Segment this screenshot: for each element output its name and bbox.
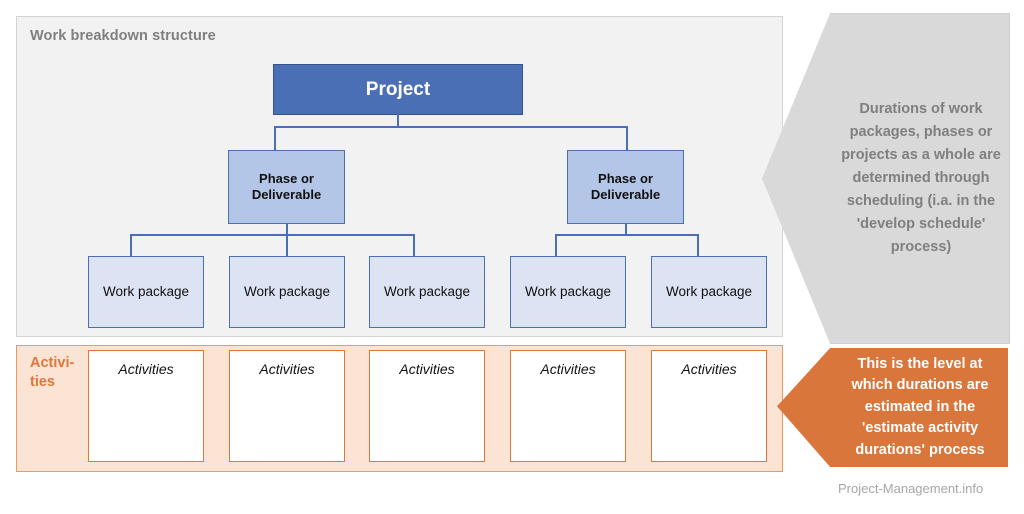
connector-wp5-drop <box>697 234 699 256</box>
node-activities-4-label: Activities <box>540 361 596 377</box>
node-work-package-5-label: Work package <box>665 283 753 299</box>
node-work-package-2-label: Work package <box>243 283 331 299</box>
node-phase-2[interactable]: Phase or Deliverable <box>567 150 684 224</box>
connector-wp1-drop <box>130 234 132 256</box>
connector-phase1-stem <box>286 224 288 235</box>
connector-phase1-drop <box>274 126 276 151</box>
node-work-package-3[interactable]: Work package <box>369 256 485 328</box>
connector-wp2-drop <box>286 234 288 256</box>
node-activities-1-label: Activities <box>118 361 174 377</box>
node-phase-2-label: Phase or Deliverable <box>590 170 661 202</box>
callout-schedule: Durations of work packages, phases or pr… <box>762 13 1010 344</box>
connector-project-bus <box>274 126 628 128</box>
node-work-package-4-label: Work package <box>524 283 612 299</box>
node-activities-3-label: Activities <box>399 361 455 377</box>
connector-phase2-drop <box>626 126 628 151</box>
node-activities-1[interactable]: Activities <box>88 350 204 462</box>
callout-estimate: This is the level at which durations are… <box>777 348 1008 467</box>
callout-estimate-text: This is the level at which durations are… <box>851 355 989 458</box>
node-project[interactable]: Project <box>273 64 523 115</box>
node-work-package-2[interactable]: Work package <box>229 256 345 328</box>
node-work-package-4[interactable]: Work package <box>510 256 626 328</box>
wbs-panel-title: Work breakdown structure <box>30 28 216 44</box>
node-activities-3[interactable]: Activities <box>369 350 485 462</box>
connector-project-stem <box>397 114 399 127</box>
node-activities-4[interactable]: Activities <box>510 350 626 462</box>
node-activities-2-label: Activities <box>259 361 315 377</box>
connector-wp3-drop <box>413 234 415 256</box>
connector-phase2-bus <box>555 234 699 236</box>
callout-schedule-text: Durations of work packages, phases or pr… <box>841 101 1001 255</box>
node-activities-2[interactable]: Activities <box>229 350 345 462</box>
node-work-package-5[interactable]: Work package <box>651 256 767 328</box>
node-work-package-1[interactable]: Work package <box>88 256 204 328</box>
node-activities-5-label: Activities <box>681 361 737 377</box>
connector-phase2-stem <box>625 224 627 235</box>
node-work-package-3-label: Work package <box>383 283 471 299</box>
connector-wp4-drop <box>555 234 557 256</box>
connector-phase1-bus <box>130 234 415 236</box>
activities-band-label: Activi-ties <box>30 355 75 391</box>
node-phase-1[interactable]: Phase or Deliverable <box>228 150 345 224</box>
node-activities-5[interactable]: Activities <box>651 350 767 462</box>
node-phase-1-label: Phase or Deliverable <box>251 170 322 202</box>
node-work-package-1-label: Work package <box>102 283 190 299</box>
watermark: Project-Management.info <box>838 481 984 496</box>
node-project-label: Project <box>365 78 431 100</box>
